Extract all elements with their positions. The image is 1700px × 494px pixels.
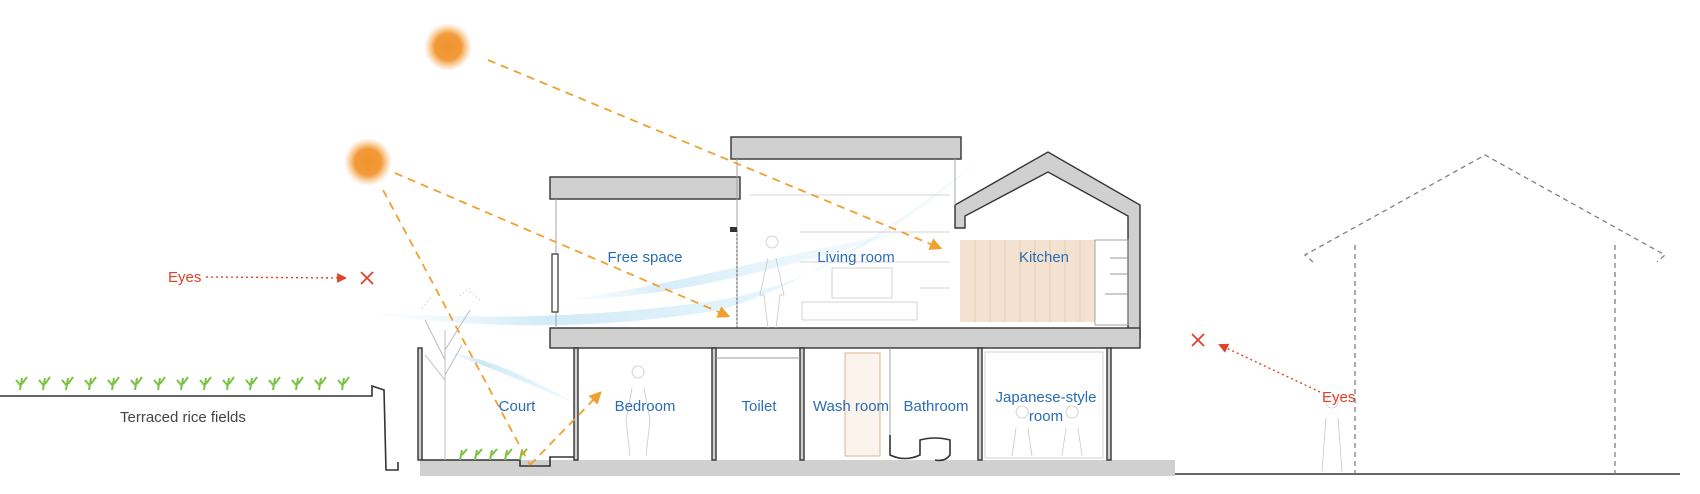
room-label-free-space: Free space bbox=[607, 249, 682, 266]
room-label-wash-room: Wash room bbox=[813, 398, 889, 415]
left-roof-slab bbox=[549, 176, 741, 200]
room-label-court: Court bbox=[499, 398, 537, 415]
room-label-toilet: Toilet bbox=[741, 398, 777, 415]
sun-icon bbox=[344, 138, 392, 186]
terraced-rice-fields: Terraced rice fields bbox=[15, 376, 350, 426]
cross-mark-icon bbox=[360, 271, 374, 285]
terraced-rice-fields-label: Terraced rice fields bbox=[120, 409, 246, 426]
eyes-label-left: Eyes bbox=[168, 269, 201, 286]
sun-icon bbox=[424, 23, 472, 71]
ground bbox=[0, 384, 1680, 476]
middle-roof-slab bbox=[730, 136, 962, 160]
wind-currents bbox=[360, 155, 985, 405]
person-silhouette-icon bbox=[625, 235, 1343, 473]
rice-plant-icon bbox=[15, 376, 350, 391]
sun-rays bbox=[382, 59, 943, 466]
window bbox=[551, 253, 559, 313]
neighbor-house bbox=[1303, 154, 1667, 474]
room-label-japanese-room: room bbox=[1029, 408, 1063, 425]
room-label-living-room: Living room bbox=[817, 249, 895, 266]
room-label-bedroom: Bedroom bbox=[615, 398, 676, 415]
court-plants bbox=[459, 448, 528, 461]
sight-lines bbox=[205, 273, 1321, 393]
room-label-japanese-style: Japanese-style bbox=[996, 389, 1097, 406]
floor-slab bbox=[549, 327, 1141, 349]
eyes-label-right: Eyes bbox=[1322, 389, 1355, 406]
foundation-slab bbox=[420, 460, 1175, 476]
room-label-kitchen: Kitchen bbox=[1019, 249, 1069, 266]
cross-mark-icon bbox=[1191, 333, 1205, 347]
room-label-bathroom: Bathroom bbox=[903, 398, 968, 415]
kitchen-wood-panel bbox=[960, 240, 1095, 322]
tree-icon bbox=[421, 287, 481, 460]
house-section bbox=[417, 136, 1343, 473]
